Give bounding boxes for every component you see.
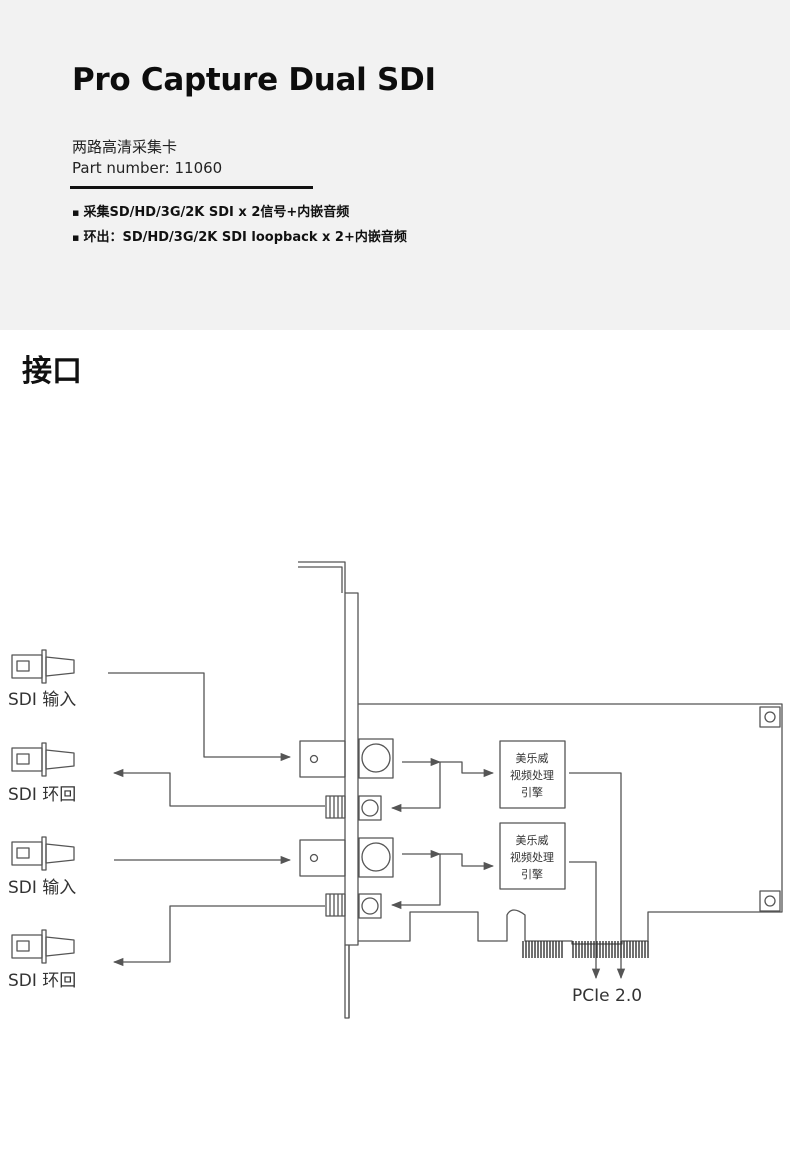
board-bnc-2 <box>358 795 382 821</box>
loop-thread-4 <box>325 893 346 917</box>
engine-box-1 <box>499 740 566 809</box>
mount-hole-top-circle <box>764 711 776 723</box>
feature-text: 环出：SD/HD/3G/2K SDI loopback x 2+内嵌音频 <box>83 230 407 245</box>
engine-label-line: 美乐威 <box>516 752 549 765</box>
cable-icon-3 <box>11 836 75 871</box>
title-divider <box>70 186 313 189</box>
signal-lines <box>108 672 626 980</box>
product-subtitle: 两路高清采集卡 <box>72 138 178 156</box>
board-bnc-3 <box>358 837 394 878</box>
mount-hole-top <box>759 706 781 728</box>
connector-label: SDI 环回 <box>8 785 76 805</box>
feature-list: ▪采集SD/HD/3G/2K SDI x 2信号+内嵌音频 ▪环出：SD/HD/… <box>72 200 407 250</box>
engine-label-line: 引擎 <box>521 867 543 881</box>
mounting-bracket <box>298 561 359 1019</box>
feature-item: ▪采集SD/HD/3G/2K SDI x 2信号+内嵌音频 <box>72 200 407 225</box>
engine-box-2 <box>499 822 566 890</box>
mount-hole-bottom <box>759 890 781 912</box>
pcb-board <box>358 703 783 945</box>
connector-label: SDI 环回 <box>8 971 76 991</box>
pcie-fingers-right <box>572 941 649 958</box>
bnc-head-3 <box>299 839 346 877</box>
connector-label: SDI 输入 <box>8 878 76 898</box>
board-bnc-1 <box>358 738 394 779</box>
bullet-icon: ▪ <box>72 231 80 244</box>
feature-text: 采集SD/HD/3G/2K SDI x 2信号+内嵌音频 <box>83 205 350 220</box>
pcie-label: PCIe 2.0 <box>572 986 642 1006</box>
connector-label: SDI 输入 <box>8 690 76 710</box>
cable-icon-4 <box>11 929 75 964</box>
header-panel: Pro Capture Dual SDI 两路高清采集卡 Part number… <box>0 0 790 330</box>
bullet-icon: ▪ <box>72 206 80 219</box>
pcie-fingers-left <box>522 941 563 958</box>
loop-thread-2 <box>325 795 346 819</box>
engine-label-line: 视频处理 <box>510 768 554 782</box>
bnc-head-1 <box>299 740 346 778</box>
engine-label-line: 美乐威 <box>516 834 549 847</box>
mount-hole-bottom-circle <box>764 895 776 907</box>
cable-icon-2 <box>11 742 75 777</box>
board-bnc-4 <box>358 893 382 919</box>
engine-label-line: 视频处理 <box>510 850 554 864</box>
section-title: 接口 <box>22 354 82 389</box>
engine-label-line: 引擎 <box>521 785 543 799</box>
feature-item: ▪环出：SD/HD/3G/2K SDI loopback x 2+内嵌音频 <box>72 225 407 250</box>
product-title: Pro Capture Dual SDI <box>72 62 436 98</box>
cable-icon-1 <box>11 649 75 684</box>
part-number: Part number: 11060 <box>72 159 223 177</box>
